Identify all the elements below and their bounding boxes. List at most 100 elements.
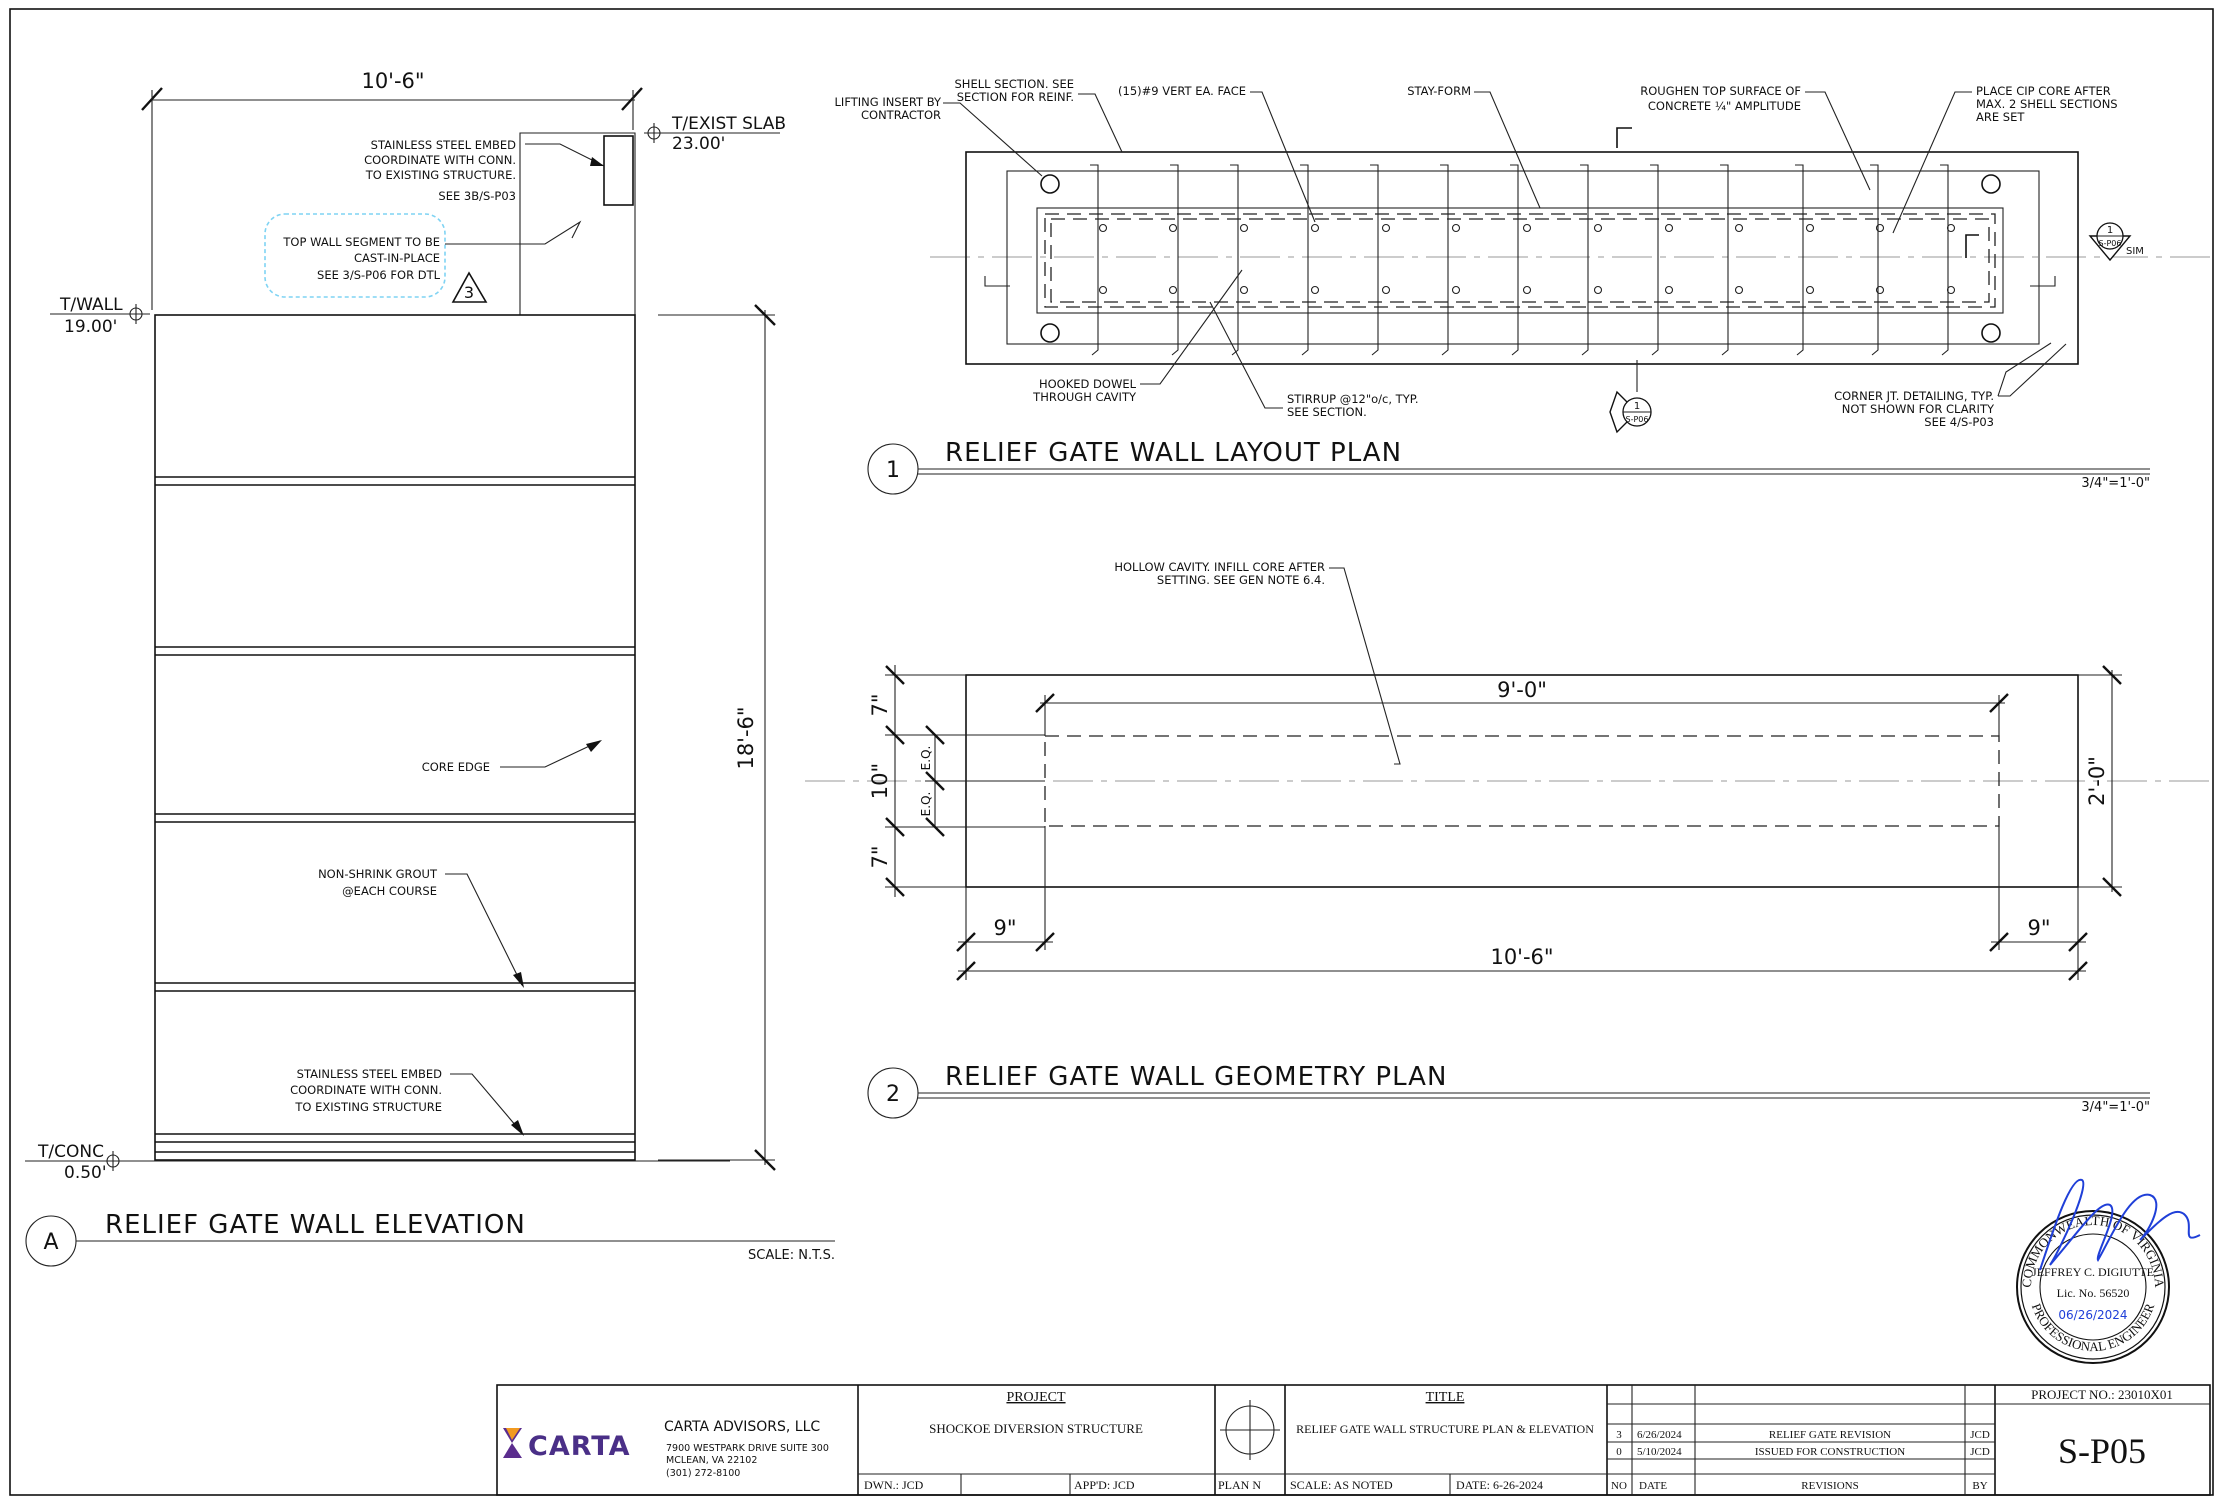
section-mark-bottom: 1 S-P06 xyxy=(1609,360,1652,434)
note-corner-line: CORNER JT. DETAILING, TYP. xyxy=(1834,389,1994,403)
layout-scale: 3/4"=1'-0" xyxy=(2081,476,2150,491)
rev-hdr-by: BY xyxy=(1972,1480,1987,1492)
embed-top-note-line: COORDINATE WITH CONN. xyxy=(364,153,516,167)
elevation-view-title: RELIEF GATE WALL ELEVATION xyxy=(105,1210,526,1240)
t-exist-slab-label: T/EXIST SLAB xyxy=(671,114,786,134)
embed-bottom-note-line: COORDINATE WITH CONN. xyxy=(290,1083,442,1097)
dim-inner-len: 9'-0" xyxy=(1497,678,1547,702)
note-place-line: ARE SET xyxy=(1976,110,2025,124)
embed-bottom-note-line: STAINLESS STEEL EMBED xyxy=(297,1067,442,1081)
layout-plan-view: LIFTING INSERT BY CONTRACTOR SHELL SECTI… xyxy=(835,77,2210,495)
embed-top-note-line: STAINLESS STEEL EMBED xyxy=(371,138,516,152)
rev-row-0-date: 5/10/2024 xyxy=(1637,1446,1682,1458)
geometry-view-title: RELIEF GATE WALL GEOMETRY PLAN xyxy=(945,1062,1447,1092)
note-roughen-line: ROUGHEN TOP SURFACE OF xyxy=(1640,84,1801,98)
lifting-insert xyxy=(1981,323,2001,343)
lifting-insert xyxy=(1981,174,2001,194)
tb-scale: SCALE: AS NOTED xyxy=(1290,1478,1393,1492)
embed-top-note: STAINLESS STEEL EMBED COORDINATE WITH CO… xyxy=(364,138,516,203)
note-stay-line: STAY-FORM xyxy=(1407,84,1471,98)
rev-hdr-desc: REVISIONS xyxy=(1801,1480,1858,1492)
dim-total-len: 10'-6" xyxy=(1490,945,1553,969)
lifting-insert xyxy=(1040,323,1060,343)
section-mark-right: 1 S-P06 SIM xyxy=(2088,222,2144,262)
dim-eq2: E.Q. xyxy=(919,792,933,817)
note-shell-line: SHELL SECTION. SEE xyxy=(955,77,1075,91)
firm-name: CARTA ADVISORS, LLC xyxy=(664,1419,820,1435)
rev-row-3-desc: RELIEF GATE REVISION xyxy=(1769,1429,1891,1441)
elevation-view: 10'-6" T/EXIST SLAB 23.00' STAINLESS STE… xyxy=(25,69,835,1267)
geometry-note-line: HOLLOW CAVITY. INFILL CORE AFTER xyxy=(1114,560,1325,574)
course-joints xyxy=(155,476,635,1153)
dim-mid: 10" xyxy=(868,763,892,799)
note-stirrup-line: STIRRUP @12"o/c, TYP. xyxy=(1287,392,1419,406)
plan-n: PLAN N xyxy=(1218,1478,1261,1492)
note-stirrup-line: SEE SECTION. xyxy=(1287,405,1367,419)
dim-depth: 2'-0" xyxy=(2085,756,2109,806)
layout-view-mark: 1 xyxy=(886,458,900,483)
layout-notes: LIFTING INSERT BY CONTRACTOR SHELL SECTI… xyxy=(835,77,2118,429)
revision-mark: 3 xyxy=(464,283,474,302)
geometry-view-mark: 2 xyxy=(886,1082,900,1107)
dim-left: 9" xyxy=(993,916,1016,940)
dwn: DWN.: JCD xyxy=(864,1478,924,1492)
section-num: 1 xyxy=(1634,401,1640,412)
section-sheet: S-P06 xyxy=(2099,239,2122,248)
dim-top: 7" xyxy=(868,693,892,716)
rev-row-0-no: 0 xyxy=(1616,1446,1622,1458)
grout-note-line: NON-SHRINK GROUT xyxy=(318,867,438,881)
seal-license: Lic. No. 56520 xyxy=(2057,1286,2130,1300)
project-number: PROJECT NO.: 23010X01 xyxy=(2031,1387,2173,1402)
carta-logo-mark xyxy=(503,1428,522,1458)
note-corner-line: SEE 4/S-P03 xyxy=(1924,415,1994,429)
section-num: 1 xyxy=(2107,225,2113,236)
t-conc-label: T/CONC xyxy=(37,1142,104,1162)
rev-row-3-date: 6/26/2024 xyxy=(1637,1429,1682,1441)
revision-cloud xyxy=(264,213,446,298)
rev-row-0-desc: ISSUED FOR CONSTRUCTION xyxy=(1755,1446,1905,1458)
geometry-scale: 3/4"=1'-0" xyxy=(2081,1100,2150,1115)
rebar-top-row xyxy=(1098,223,1956,233)
project-header: PROJECT xyxy=(1006,1390,1066,1405)
dim-bot: 7" xyxy=(868,845,892,868)
firm-phone: (301) 272-8100 xyxy=(666,1468,740,1479)
sheet-number: S-P05 xyxy=(2058,1431,2146,1471)
core-edge-label: CORE EDGE xyxy=(422,760,490,774)
firm-addr2: MCLEAN, VA 22102 xyxy=(666,1455,757,1466)
t-conc-value: 0.50' xyxy=(64,1163,107,1183)
note-vert-line: (15)#9 VERT EA. FACE xyxy=(1118,84,1246,98)
elevation-view-mark: A xyxy=(43,1230,58,1255)
rev-hdr-date: DATE xyxy=(1639,1480,1667,1492)
appd: APP'D: JCD xyxy=(1074,1478,1135,1492)
elevation-height-dim: 18'-6" xyxy=(734,706,758,769)
note-lifting-line: CONTRACTOR xyxy=(861,108,941,122)
title-header: TITLE xyxy=(1426,1390,1465,1405)
geometry-plan-view: HOLLOW CAVITY. INFILL CORE AFTER SETTING… xyxy=(805,560,2210,1119)
note-place-line: PLACE CIP CORE AFTER xyxy=(1976,84,2111,98)
geometry-note: HOLLOW CAVITY. INFILL CORE AFTER SETTING… xyxy=(1114,560,1325,587)
shell-outer xyxy=(965,151,2079,365)
seal-date: 06/26/2024 xyxy=(2058,1308,2127,1322)
embed-top-note-line: TO EXISTING STRUCTURE. xyxy=(365,168,516,182)
grout-note: NON-SHRINK GROUT @EACH COURSE xyxy=(318,867,438,898)
elevation-scale: SCALE: N.T.S. xyxy=(748,1248,835,1263)
geometry-cavity xyxy=(1044,735,2000,827)
title-block: CARTA CARTA ADVISORS, LLC 7900 WESTPARK … xyxy=(496,1384,2211,1496)
rev-row-3-no: 3 xyxy=(1616,1429,1622,1441)
note-corner-line: NOT SHOWN FOR CLARITY xyxy=(1842,402,1995,416)
title-name: RELIEF GATE WALL STRUCTURE PLAN & ELEVAT… xyxy=(1296,1422,1594,1436)
shell-inner xyxy=(1006,170,2040,345)
revision-triangle xyxy=(451,271,488,303)
t-exist-slab-value: 23.00' xyxy=(672,134,725,154)
note-shell-line: SECTION FOR REINF. xyxy=(957,90,1074,104)
cloud-note-line: TOP WALL SEGMENT TO BE xyxy=(282,235,440,249)
north-arrow-icon xyxy=(1220,1400,1280,1460)
lifting-insert xyxy=(1040,174,1060,194)
core-cavity xyxy=(1036,207,2004,314)
tb-date: DATE: 6-26-2024 xyxy=(1456,1478,1543,1492)
elevation-top-dim: 10'-6" xyxy=(361,69,424,93)
note-hooked-line: THROUGH CAVITY xyxy=(1032,390,1137,404)
layout-view-title: RELIEF GATE WALL LAYOUT PLAN xyxy=(945,438,1402,468)
embed-bottom-note-line: TO EXISTING STRUCTURE xyxy=(294,1100,442,1114)
embed-top-note-line: SEE 3B/S-P03 xyxy=(438,189,516,203)
